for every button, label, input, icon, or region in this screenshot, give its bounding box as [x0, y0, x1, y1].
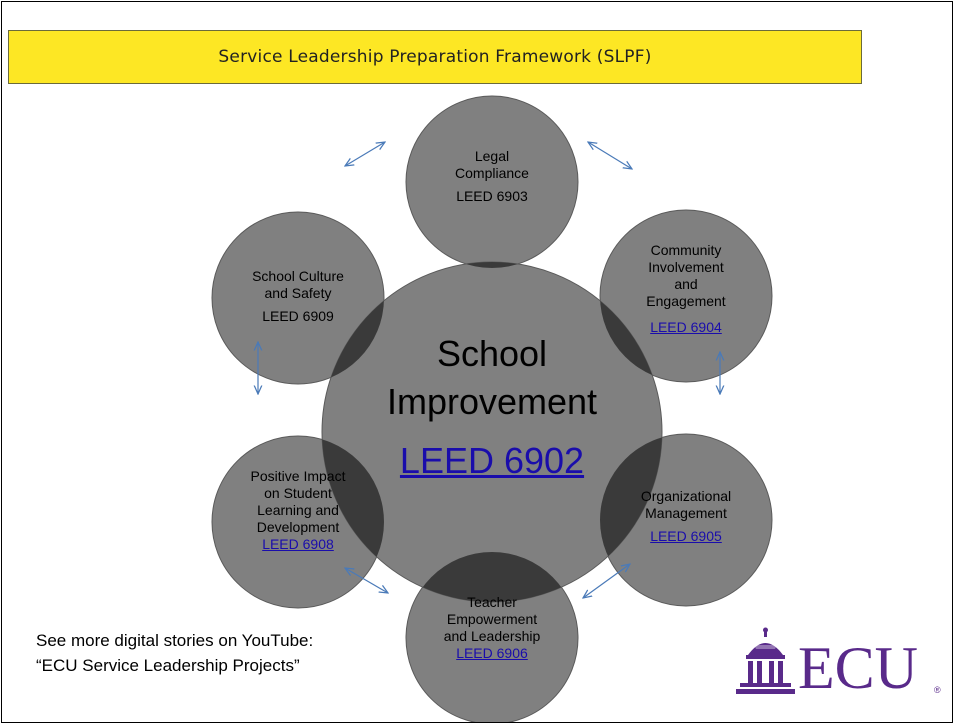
ecu-logo-text: ECU: [798, 635, 918, 697]
node-culture-code: LEED 6909: [262, 308, 334, 324]
node-culture-line2: and Safety: [264, 285, 332, 301]
node-positive-impact: Positive Impact on Student Learning and …: [251, 468, 346, 553]
node-organizational-code-link[interactable]: LEED 6905: [650, 528, 722, 544]
arrow-culture-legal: [345, 142, 385, 166]
node-community-involvement: Community Involvement and Engagement LEE…: [646, 242, 725, 336]
node-culture-line1: School Culture: [252, 268, 344, 284]
registered-mark: ®: [934, 685, 941, 695]
node-positive-line4: Development: [256, 519, 340, 535]
node-legal-compliance: Legal Compliance LEED 6903: [455, 148, 529, 205]
node-positive-line1: Positive Impact: [250, 468, 346, 484]
center-title-line1: School: [436, 333, 548, 374]
youtube-note: See more digital stories on YouTube: “EC…: [36, 631, 314, 675]
node-community-code-link[interactable]: LEED 6904: [650, 319, 722, 335]
node-community-line2: Involvement: [648, 259, 724, 275]
node-teacher-line2: Empowerment: [446, 611, 538, 627]
node-community-line4: Engagement: [646, 293, 726, 309]
title-banner: Service Leadership Preparation Framework…: [8, 30, 862, 84]
node-school-culture: School Culture and Safety LEED 6909: [252, 268, 344, 325]
ecu-logo: ECU ®: [736, 627, 941, 697]
node-organizational-line2: Management: [645, 505, 727, 521]
node-positive-line3: Learning and: [257, 502, 339, 518]
arrow-legal-community: [588, 142, 632, 169]
arrow-organizational-teacher: [583, 564, 630, 598]
banner-title: Service Leadership Preparation Framework…: [218, 47, 652, 67]
cupola-icon: [736, 627, 795, 694]
node-community-line3: and: [674, 276, 698, 292]
center-title-line2: Improvement: [386, 381, 598, 422]
node-positive-line2: on Student: [264, 485, 332, 501]
node-teacher-line1: Teacher: [467, 594, 517, 610]
node-legal-code: LEED 6903: [456, 188, 528, 204]
node-teacher-code-link[interactable]: LEED 6906: [456, 645, 528, 661]
arrow-teacher-positive: [345, 568, 388, 593]
node-teacher-empowerment: Teacher Empowerment and Leadership LEED …: [444, 594, 541, 662]
circle-community-involvement: [599, 209, 773, 383]
center-title: School Improvement: [387, 330, 597, 426]
node-organizational-line1: Organizational: [640, 488, 732, 504]
node-positive-code-link[interactable]: LEED 6908: [262, 536, 334, 552]
node-legal-line1: Legal: [474, 148, 510, 164]
node-organizational-management: Organizational Management LEED 6905: [641, 488, 731, 545]
node-legal-line2: Compliance: [455, 165, 529, 181]
overlap-teacher-empowerment: [406, 552, 578, 602]
center-code-link[interactable]: LEED 6902: [399, 440, 585, 481]
node-teacher-line3: and Leadership: [443, 628, 541, 644]
circle-school-culture: [211, 211, 385, 385]
node-community-line1: Community: [650, 242, 722, 258]
